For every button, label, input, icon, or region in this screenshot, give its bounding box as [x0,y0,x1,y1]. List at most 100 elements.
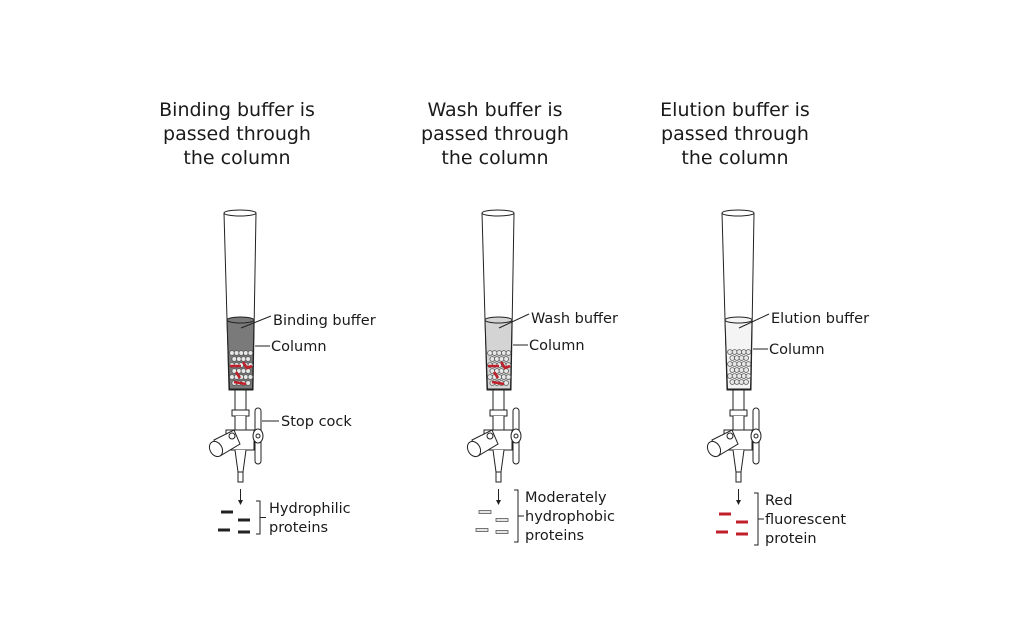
bead [731,361,738,367]
bead [729,355,736,361]
bead [503,380,509,386]
stopcock-hole [486,432,494,440]
buffer-surface [724,316,753,324]
protein-dash [478,510,492,514]
bead [741,361,747,367]
stopcock-hole [726,432,734,440]
bead [240,356,247,362]
bead [496,350,503,356]
protein-dash [736,520,748,524]
bead [238,350,245,356]
bead [738,367,745,373]
bead [731,349,738,355]
column-label: Column [529,338,585,354]
bead [745,349,752,355]
protein-dash [218,528,230,532]
bead [734,379,740,385]
buffer-label: Elution buffer [771,311,869,327]
bound-red-protein [488,361,511,386]
column-label: Column [271,339,327,355]
bead [247,350,254,356]
column-tip [492,449,505,473]
panel-title-line: Binding buffer is [159,99,315,121]
protein-dash [238,530,250,534]
panel-title-line: Elution buffer is [660,99,810,121]
protein-dash [238,518,250,522]
column-stem [492,389,505,413]
bead [487,350,493,356]
bead [503,356,509,362]
bead [487,374,493,380]
output-bracket [256,500,266,535]
stopcock-label: Stop cock [281,414,352,430]
bead [736,349,743,355]
output-bracket [754,492,764,546]
column-stem [732,389,745,413]
column-tip [732,449,745,473]
protein-dash [719,512,731,516]
protein-dash [736,532,748,536]
protein-dash [475,528,489,532]
bead [745,373,752,379]
protein-dash [495,530,509,534]
bead [736,373,743,379]
bead [741,349,747,355]
stopcock-key-center [255,433,261,439]
column-opening [481,209,515,217]
column-opening [223,209,257,217]
buffer-leader-line [240,315,272,329]
bead [236,356,242,362]
protein-dash [221,510,233,514]
column-label: Column [769,342,825,358]
stopcock-key-center [753,433,759,439]
stem-collar [231,409,250,417]
stopcock-handle-end [466,440,482,458]
stopcock-handle-end [208,440,224,458]
resin-beads [727,349,752,385]
buffer-leader-line [738,313,770,329]
bead [505,374,512,380]
column-tip-end [237,471,244,483]
output-label-line: protein [765,531,817,547]
bead [729,379,736,385]
output-label-line: proteins [269,520,328,536]
buffer-label: Wash buffer [531,311,618,327]
bead [245,356,251,362]
bead [734,355,740,361]
bead [745,361,752,367]
bead [491,350,498,356]
bead [231,356,238,362]
panel-title-line: the column [441,147,548,169]
stopcock-hole [228,432,236,440]
buffer-leader-line [498,313,530,329]
eluted-proteins [475,510,509,534]
column-stem [234,389,247,413]
bead [736,361,743,367]
buffer-surface [484,316,513,324]
bead [729,367,736,373]
bead [494,356,500,362]
output-label-line: Moderately [525,490,607,506]
eluted-proteins [716,512,748,536]
column-tip-end [495,471,502,483]
bead [498,368,505,374]
column-opening [721,209,755,217]
bead [229,374,235,380]
output-label-line: hydrophobic [525,509,615,525]
flow-arrow-head [736,500,741,505]
bead [505,350,512,356]
panel-title-line: the column [183,147,290,169]
column-tip [234,449,247,473]
output-label-line: Red [765,493,793,509]
column-tip-end [735,471,742,483]
stem-collar [729,409,748,417]
bead [233,350,240,356]
bead [738,379,745,385]
buffer-surface [226,316,255,324]
stopcock-key-center [513,433,519,439]
eluted-proteins [218,510,250,534]
panel-title-line: Wash buffer is [427,99,562,121]
